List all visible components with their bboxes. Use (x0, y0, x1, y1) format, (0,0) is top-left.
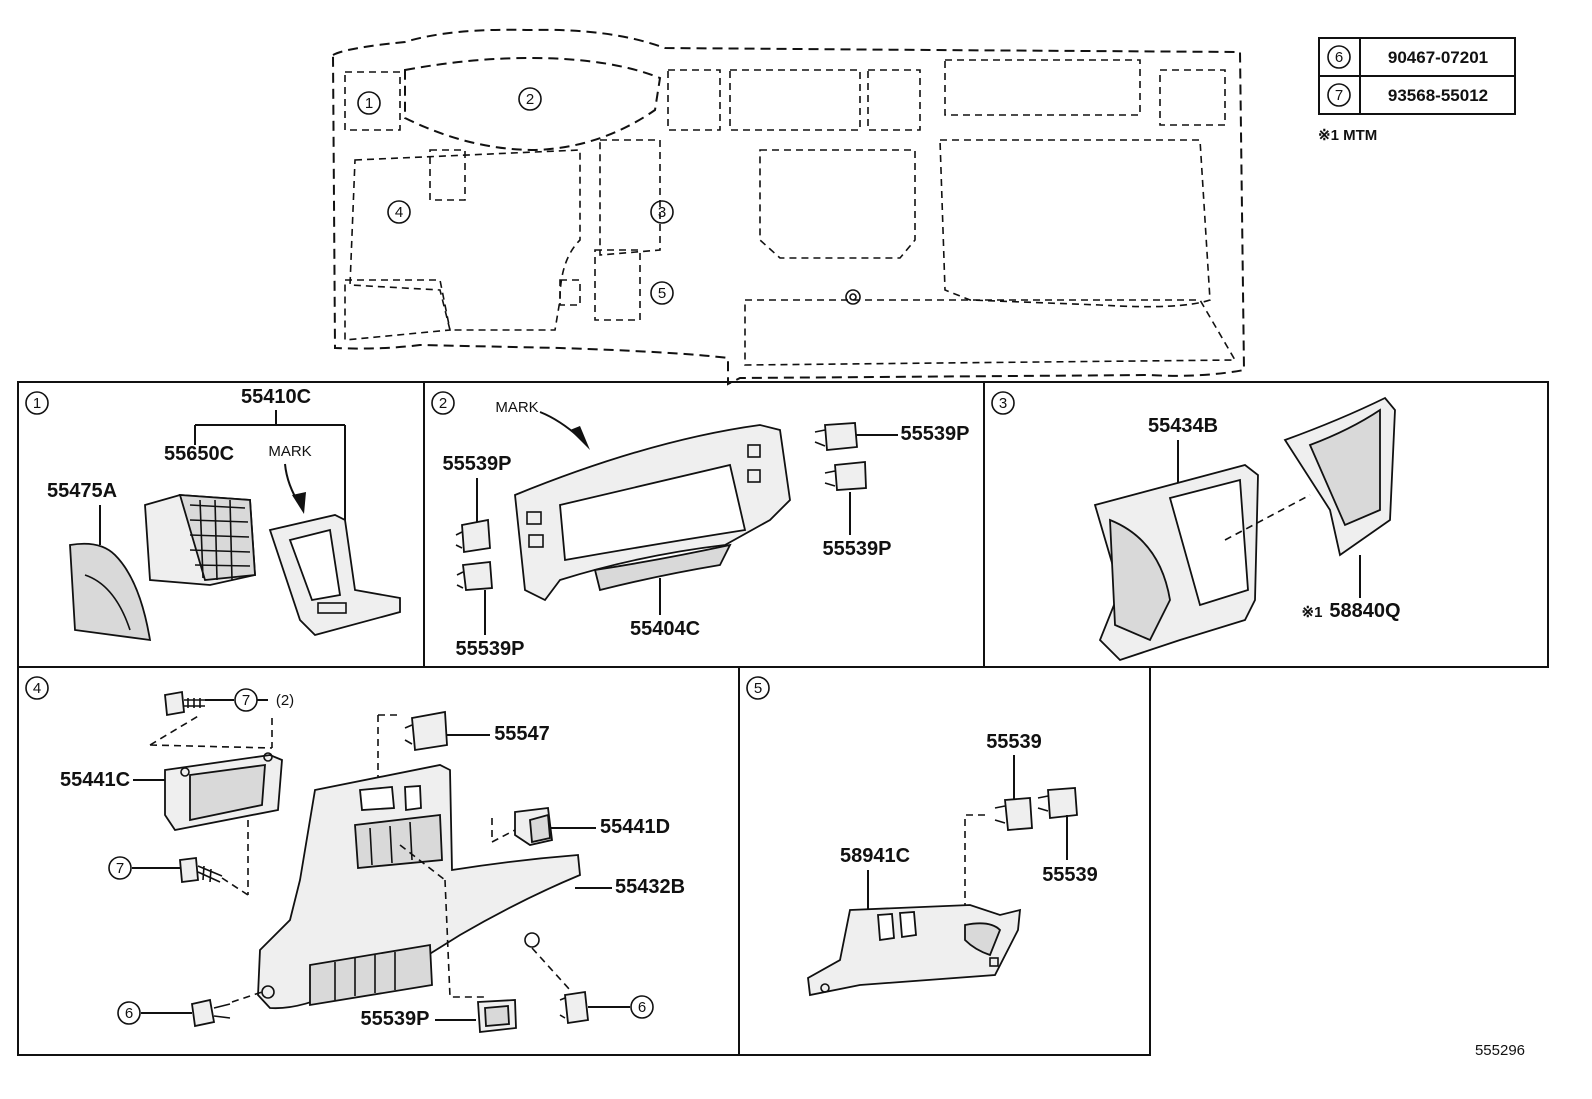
svg-text:3: 3 (999, 395, 1007, 412)
ref-6-right: 6 (630, 995, 654, 1019)
part-55539-switch-left (994, 797, 1033, 831)
panel-5: 5 55539 55539 58941C (746, 676, 1098, 997)
ref-7-qty: (2) (276, 692, 294, 709)
panel-3-number: 3 (991, 391, 1015, 415)
part-58941C-cover (807, 904, 1022, 997)
part-55539P-switch-panel4 (477, 999, 517, 1033)
part-55547-switch (404, 710, 448, 752)
part-label-55539P-right-top: 55539P (901, 423, 970, 445)
part-label-55434B: 55434B (1148, 415, 1218, 437)
part-55539P-switch-a (455, 518, 491, 554)
part-label-55539P-left-top: 55539P (443, 453, 512, 475)
part-55434B-center-cluster-panel (1093, 464, 1259, 662)
part-55539-switch-right (1037, 787, 1078, 819)
part-label-55650C: 55650C (164, 443, 234, 465)
svg-text:5: 5 (754, 680, 762, 697)
part-label-55539-bottom: 55539 (1042, 864, 1098, 886)
part-55432B-lower-panel (257, 764, 581, 1010)
part-55539P-switch-b (456, 561, 493, 591)
part-55441D-clip (514, 806, 553, 846)
clip-6-left (190, 998, 231, 1028)
mark-label: MARK (268, 443, 311, 460)
part-label-55432B: 55432B (615, 876, 685, 898)
panel-1-number: 1 (25, 391, 49, 415)
screw-7-top (164, 690, 205, 717)
svg-text:4: 4 (33, 680, 41, 697)
svg-text:6: 6 (1335, 49, 1343, 66)
part-label-55539-top: 55539 (986, 731, 1042, 753)
svg-text:4: 4 (395, 204, 403, 221)
svg-text:2: 2 (439, 395, 447, 412)
part-label-55539P-left-bottom: 55539P (456, 638, 525, 660)
ref-6-left: 6 (117, 1001, 141, 1025)
svg-text:93568-55012: 93568-55012 (1388, 86, 1488, 105)
part-label-55404C: 55404C (630, 618, 700, 640)
panel-5-number: 5 (746, 676, 770, 700)
callout-4: 4 (387, 200, 411, 224)
svg-text:6: 6 (638, 999, 646, 1016)
svg-text:7: 7 (116, 860, 124, 877)
panel-2: 2 MARK 55539P 55539P 55539P 55539P 55404… (431, 391, 970, 660)
figure-id: 555296 (1475, 1042, 1525, 1059)
svg-text:1: 1 (365, 95, 373, 112)
part-label-55547: 55547 (494, 723, 550, 745)
svg-text:5: 5 (658, 285, 666, 302)
mtm-note-marker: ※1 (1302, 604, 1323, 621)
mark-label-2: MARK (495, 399, 538, 416)
fastener-legend-table: 6 90467-07201 7 93568-55012 (1318, 37, 1516, 115)
part-55650C-vent-register (144, 494, 256, 586)
svg-text:7: 7 (242, 692, 250, 709)
svg-text:3: 3 (658, 204, 666, 221)
panel-2-number: 2 (431, 391, 455, 415)
panel-3: 3 55434B 58840Q ※1 (991, 391, 1401, 662)
panel-1: 1 55410C 55650C MARK 55475A (25, 386, 401, 642)
panel-grid (17, 381, 1549, 1056)
svg-text:7: 7 (1335, 87, 1343, 104)
callout-2: 2 (518, 87, 542, 111)
part-label-55475A: 55475A (47, 480, 117, 502)
callout-5: 5 (650, 281, 674, 305)
callout-3: 3 (650, 200, 674, 224)
ref-7-top: 7 (234, 688, 258, 712)
screw-7-bottom (179, 856, 223, 884)
clip-6-right (559, 990, 589, 1025)
legend-row-7: 7 93568-55012 (1327, 83, 1488, 107)
part-55475A-side-panel (69, 542, 152, 642)
ref-7-bottom: 7 (108, 856, 132, 880)
part-label-55441D: 55441D (600, 816, 670, 838)
part-55410C-switch-base (268, 514, 401, 637)
panel-4: 4 7 (2) 55441C 7 55547 (25, 676, 685, 1033)
part-58840Q-cover (1283, 396, 1396, 557)
callout-1: 1 (357, 91, 381, 115)
part-label-58941C: 58941C (840, 845, 910, 867)
svg-text:2: 2 (526, 91, 534, 108)
part-55404C-cluster-finish-panel (514, 424, 791, 602)
panel-4-number: 4 (25, 676, 49, 700)
part-label-55441C: 55441C (60, 769, 130, 791)
part-55539P-switch-c (814, 422, 858, 451)
part-label-55539P-right-bottom: 55539P (823, 538, 892, 560)
part-55441C-switch-bezel (164, 752, 283, 831)
part-label-55410C: 55410C (241, 386, 311, 408)
svg-text:1: 1 (33, 395, 41, 412)
legend-row-6: 6 90467-07201 (1327, 45, 1488, 69)
svg-text:90467-07201: 90467-07201 (1388, 48, 1488, 67)
part-55539P-switch-d (824, 461, 867, 491)
overview-callouts: 1 2 3 4 5 (357, 87, 674, 305)
instrument-panel-overview (331, 28, 1246, 386)
svg-text:6: 6 (125, 1005, 133, 1022)
part-label-55539P-panel4: 55539P (361, 1008, 430, 1030)
part-label-58840Q: 58840Q (1329, 600, 1400, 622)
legend-note: ※1 MTM (1318, 127, 1377, 144)
